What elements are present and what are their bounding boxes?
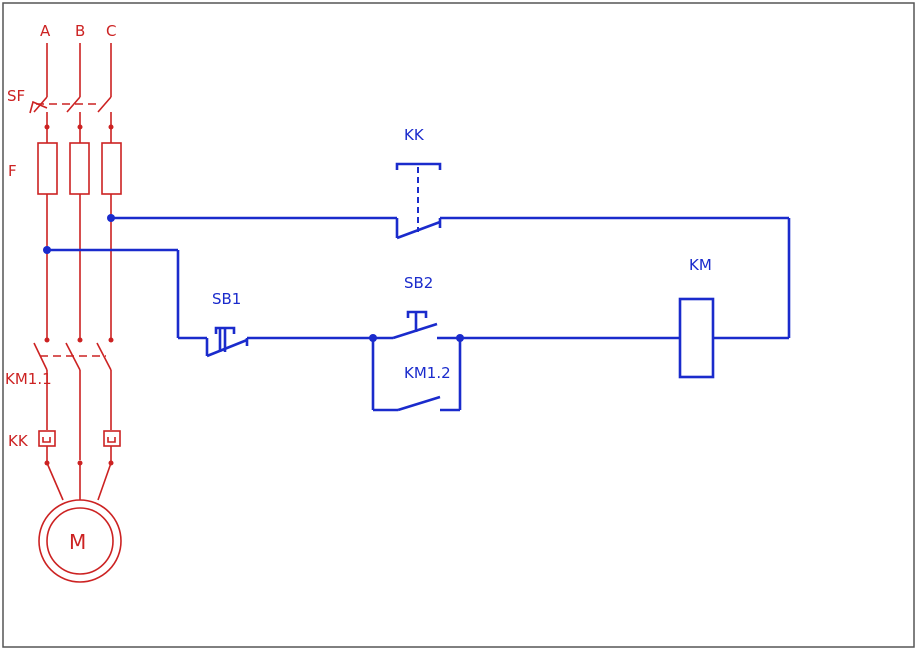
contactor-blade-c	[96, 342, 112, 371]
label-kk-contact: KK	[404, 126, 425, 144]
thermal-heater-c	[103, 430, 121, 447]
label-phase-b: B	[75, 22, 85, 40]
power-junctions	[44, 124, 114, 466]
control-labels: KK SB1 SB2 KM1.2 KM	[212, 126, 712, 382]
fuse-a	[37, 142, 58, 195]
label-km12: KM1.2	[404, 364, 451, 382]
sb1-blade	[206, 338, 248, 358]
motor-outer	[38, 499, 122, 583]
power-circuit	[29, 43, 122, 583]
control-circuit	[47, 162, 791, 412]
label-fuse: F	[8, 162, 17, 180]
coil-km	[678, 297, 715, 379]
label-thermal-relay: KK	[8, 432, 29, 450]
motor-inner	[46, 507, 114, 575]
label-sb1: SB1	[212, 290, 241, 308]
km12-blade	[397, 395, 441, 412]
label-motor: M	[69, 530, 86, 554]
label-contactor: KM1.1	[5, 370, 52, 388]
label-breaker: SF	[7, 87, 25, 105]
label-phase-a: A	[40, 22, 51, 40]
control-junctions	[43, 214, 464, 342]
thermal-heater-a	[38, 430, 56, 447]
breaker-blade-b	[66, 96, 81, 113]
power-labels: A B C SF F KM1.1 KK M	[5, 22, 116, 554]
label-phase-c: C	[106, 22, 116, 40]
label-coil-km: KM	[689, 256, 712, 274]
breaker-blade-c	[97, 96, 112, 113]
fuse-c	[101, 142, 122, 195]
label-sb2: SB2	[404, 274, 433, 292]
fuse-b	[69, 142, 90, 195]
